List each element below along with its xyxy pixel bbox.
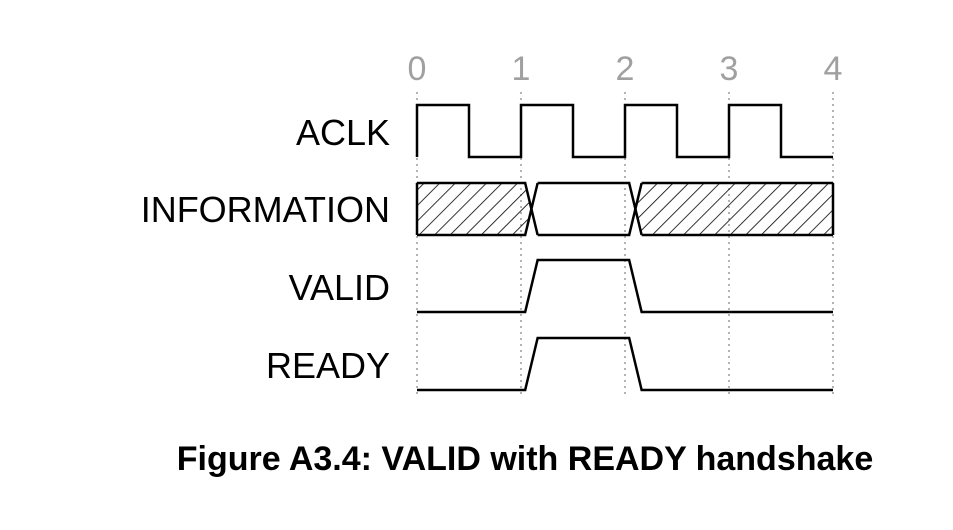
time-tick-label: 0 bbox=[408, 50, 427, 88]
bus-invalid-region bbox=[417, 183, 532, 235]
signal-label-ready: READY bbox=[266, 345, 390, 386]
waveform-information bbox=[415, 181, 835, 237]
signal-label-aclk: ACLK bbox=[296, 112, 390, 153]
waveforms bbox=[415, 103, 835, 392]
signal-labels: ACLK INFORMATION VALID READY bbox=[141, 112, 390, 386]
clock-wave bbox=[415, 103, 833, 159]
time-tick-label: 4 bbox=[824, 50, 843, 88]
figure-caption: Figure A3.4: VALID with READY handshake bbox=[177, 440, 874, 478]
signal-label-valid: VALID bbox=[289, 267, 390, 308]
time-tick-label: 3 bbox=[720, 50, 739, 88]
signal-label-information: INFORMATION bbox=[141, 189, 390, 230]
time-gridlines bbox=[416, 92, 834, 395]
time-tick-label: 2 bbox=[616, 50, 635, 88]
time-axis: 0 1 2 3 4 bbox=[408, 50, 843, 88]
bus-upper-line bbox=[417, 181, 833, 236]
bus-lower-line bbox=[417, 182, 833, 237]
bus-invalid-region bbox=[635, 183, 833, 235]
waveform-valid bbox=[417, 258, 833, 314]
time-tick-label: 1 bbox=[512, 50, 531, 88]
waveform-aclk bbox=[415, 103, 833, 159]
level-wave bbox=[417, 336, 833, 392]
level-wave bbox=[417, 258, 833, 314]
waveform-ready bbox=[417, 336, 833, 392]
